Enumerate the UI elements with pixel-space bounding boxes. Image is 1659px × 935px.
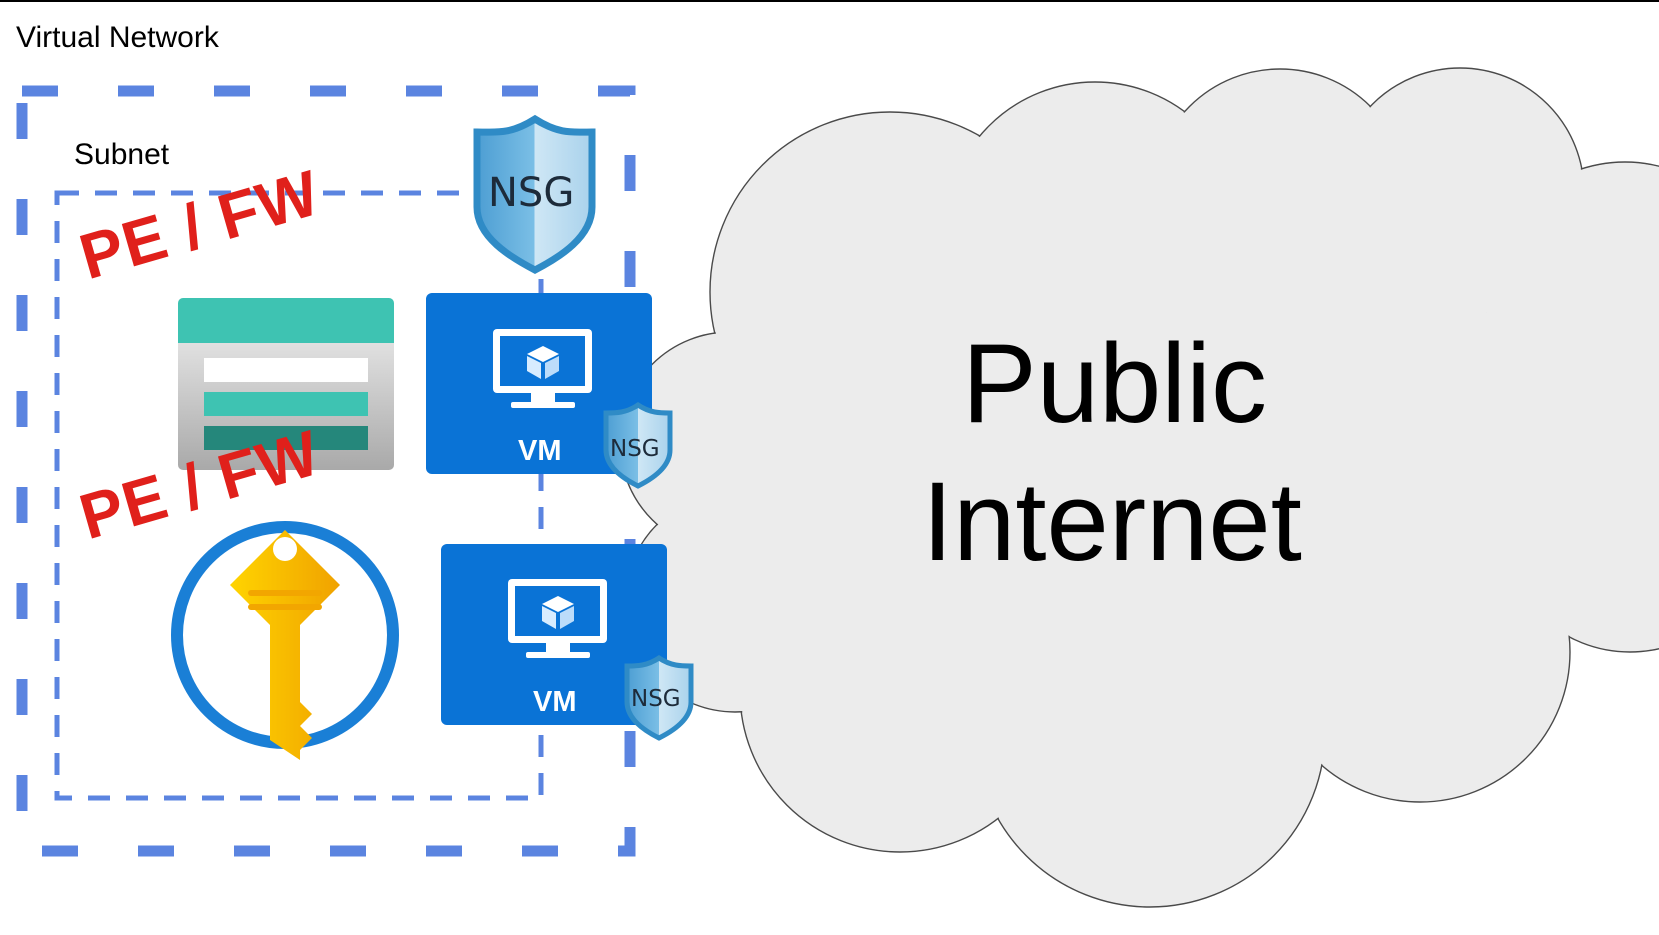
vm2-nsg-label: NSG (631, 686, 681, 712)
subnet-boundary (54, 190, 544, 801)
virtual-network-label: Virtual Network (16, 21, 219, 54)
public-internet-cloud (619, 67, 1659, 908)
subnet-label: Subnet (74, 138, 170, 171)
nsg-shield-icon (603, 401, 673, 489)
virtual-machine-icon (441, 544, 667, 725)
cloud-title-line2: Internet (922, 459, 1302, 584)
virtual-machine-icon (426, 293, 652, 474)
nsg-shield-icon (473, 114, 596, 274)
key-vault-icon (171, 521, 399, 760)
nsg-shield-icon (624, 654, 694, 741)
vm1-nsg-label: NSG (610, 436, 660, 462)
storage-account-icon (178, 298, 394, 470)
subnet-nsg-label: NSG (488, 170, 575, 216)
cloud-title-line1: Public (962, 321, 1268, 446)
vm2-label: VM (533, 686, 577, 718)
vm1-label: VM (518, 435, 562, 467)
